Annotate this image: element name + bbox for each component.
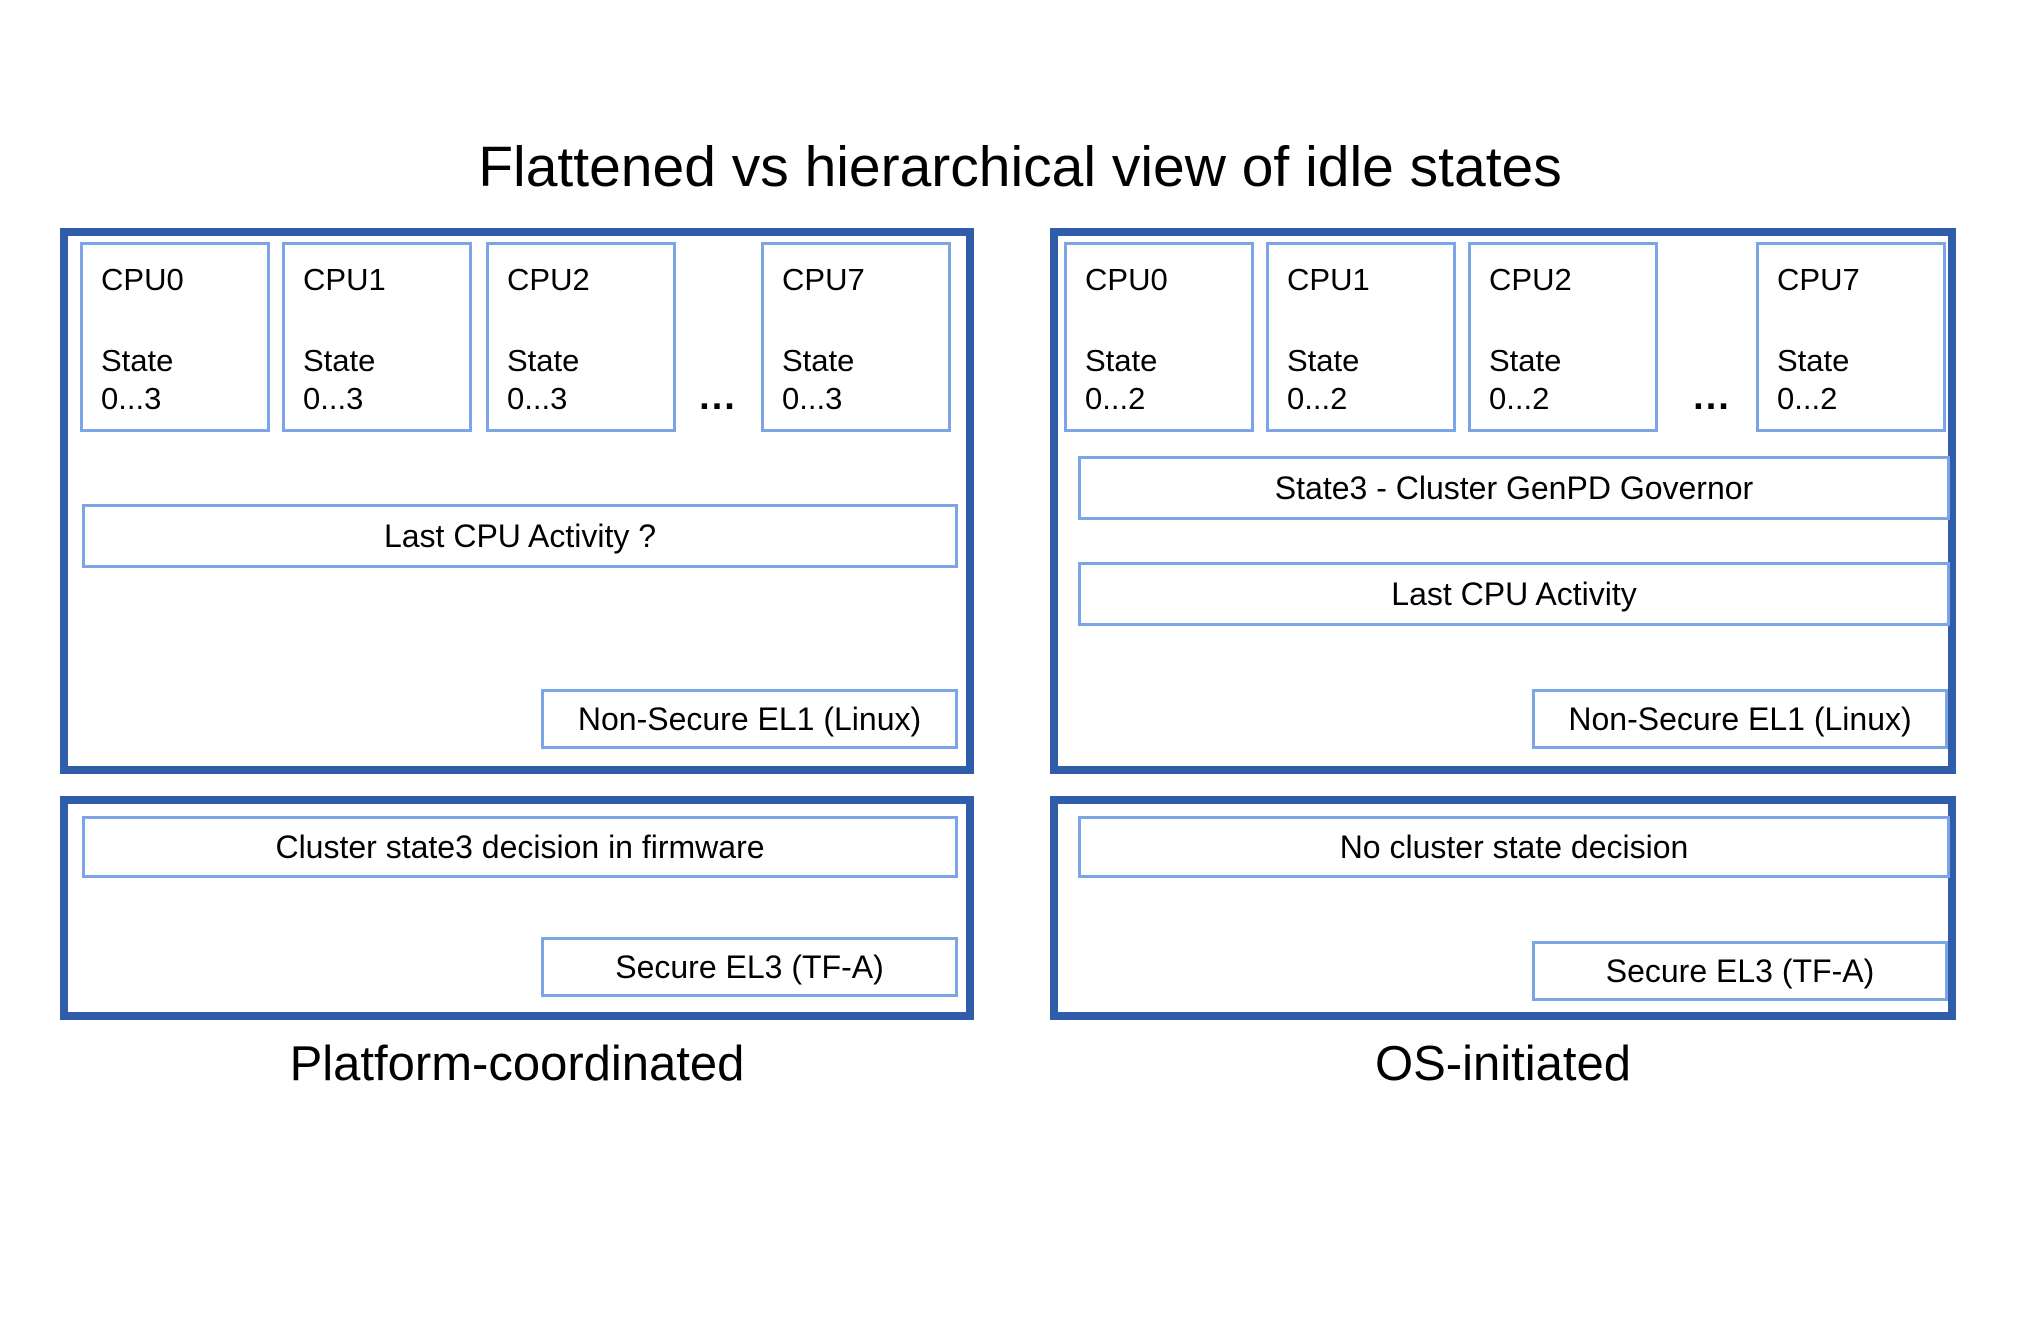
os-initiated-caption: OS-initiated: [1374, 1037, 1631, 1091]
cpu-box: CPU0 State 0...2: [1064, 242, 1254, 432]
cpu-state: State 0...2: [1489, 342, 1647, 420]
secure-el3-box: Secure EL3 (TF-A): [1532, 941, 1948, 1001]
cpu-state-label: State: [101, 342, 174, 378]
cpu-name: CPU1: [303, 262, 386, 297]
cpu-state-label: State: [507, 342, 580, 378]
cpu-state-label: State: [782, 342, 855, 378]
cpu-state-range: 0...2: [1287, 381, 1348, 417]
cpu-name: CPU7: [1777, 262, 1860, 297]
genpd-governor-box: State3 - Cluster GenPD Governor: [1078, 456, 1950, 520]
cpu-name: CPU7: [782, 262, 865, 297]
os-initiated-secure-panel: No cluster state decision Secure EL3 (TF…: [1050, 796, 1956, 1020]
cpu-state: State 0...2: [1287, 342, 1445, 420]
cpu-state-label: State: [1777, 342, 1850, 378]
cpu-box: CPU2 State 0...3: [486, 242, 676, 432]
cpu-state-range: 0...2: [1085, 381, 1146, 417]
cpu-box: CPU2 State 0...2: [1468, 242, 1658, 432]
cpu-state-range: 0...3: [782, 381, 843, 417]
cpu-state-range: 0...2: [1777, 381, 1838, 417]
cpu-state-label: State: [1489, 342, 1562, 378]
cpu-state-label: State: [1085, 342, 1158, 378]
cpu-ellipsis: ...: [699, 376, 737, 418]
cpu-state-range: 0...2: [1489, 381, 1550, 417]
last-cpu-activity-box: Last CPU Activity ?: [82, 504, 958, 568]
cpu-state: State 0...3: [782, 342, 940, 420]
cluster-decision-box: No cluster state decision: [1078, 816, 1950, 878]
cpu-state: State 0...3: [303, 342, 461, 420]
cpu-name: CPU0: [101, 262, 184, 297]
cpu-state: State 0...3: [101, 342, 259, 420]
platform-coordinated-caption: Platform-coordinated: [289, 1037, 745, 1091]
cpu-state: State 0...2: [1777, 342, 1935, 420]
platform-coordinated-secure-panel: Cluster state3 decision in firmware Secu…: [60, 796, 974, 1020]
cpu-state-label: State: [1287, 342, 1360, 378]
non-secure-el1-box: Non-Secure EL1 (Linux): [1532, 689, 1948, 749]
cpu-state: State 0...3: [507, 342, 665, 420]
cpu-state: State 0...2: [1085, 342, 1243, 420]
cpu-box: CPU1 State 0...2: [1266, 242, 1456, 432]
cpu-box: CPU7 State 0...2: [1756, 242, 1946, 432]
cpu-box: CPU7 State 0...3: [761, 242, 951, 432]
cluster-decision-box: Cluster state3 decision in firmware: [82, 816, 958, 878]
cpu-state-label: State: [303, 342, 376, 378]
cpu-name: CPU0: [1085, 262, 1168, 297]
last-cpu-activity-box: Last CPU Activity: [1078, 562, 1950, 626]
cpu-name: CPU2: [1489, 262, 1572, 297]
cpu-name: CPU2: [507, 262, 590, 297]
cpu-box: CPU1 State 0...3: [282, 242, 472, 432]
cpu-state-range: 0...3: [101, 381, 162, 417]
secure-el3-box: Secure EL3 (TF-A): [541, 937, 958, 997]
cpu-state-range: 0...3: [303, 381, 364, 417]
platform-coordinated-nonsecure-panel: CPU0 State 0...3 CPU1 State 0...3 CPU2 S…: [60, 228, 974, 774]
non-secure-el1-box: Non-Secure EL1 (Linux): [541, 689, 958, 749]
slide-title: Flattened vs hierarchical view of idle s…: [478, 135, 1562, 199]
cpu-state-range: 0...3: [507, 381, 568, 417]
os-initiated-nonsecure-panel: CPU0 State 0...2 CPU1 State 0...2 CPU2 S…: [1050, 228, 1956, 774]
cpu-ellipsis: ...: [1693, 376, 1731, 418]
cpu-box: CPU0 State 0...3: [80, 242, 270, 432]
cpu-name: CPU1: [1287, 262, 1370, 297]
